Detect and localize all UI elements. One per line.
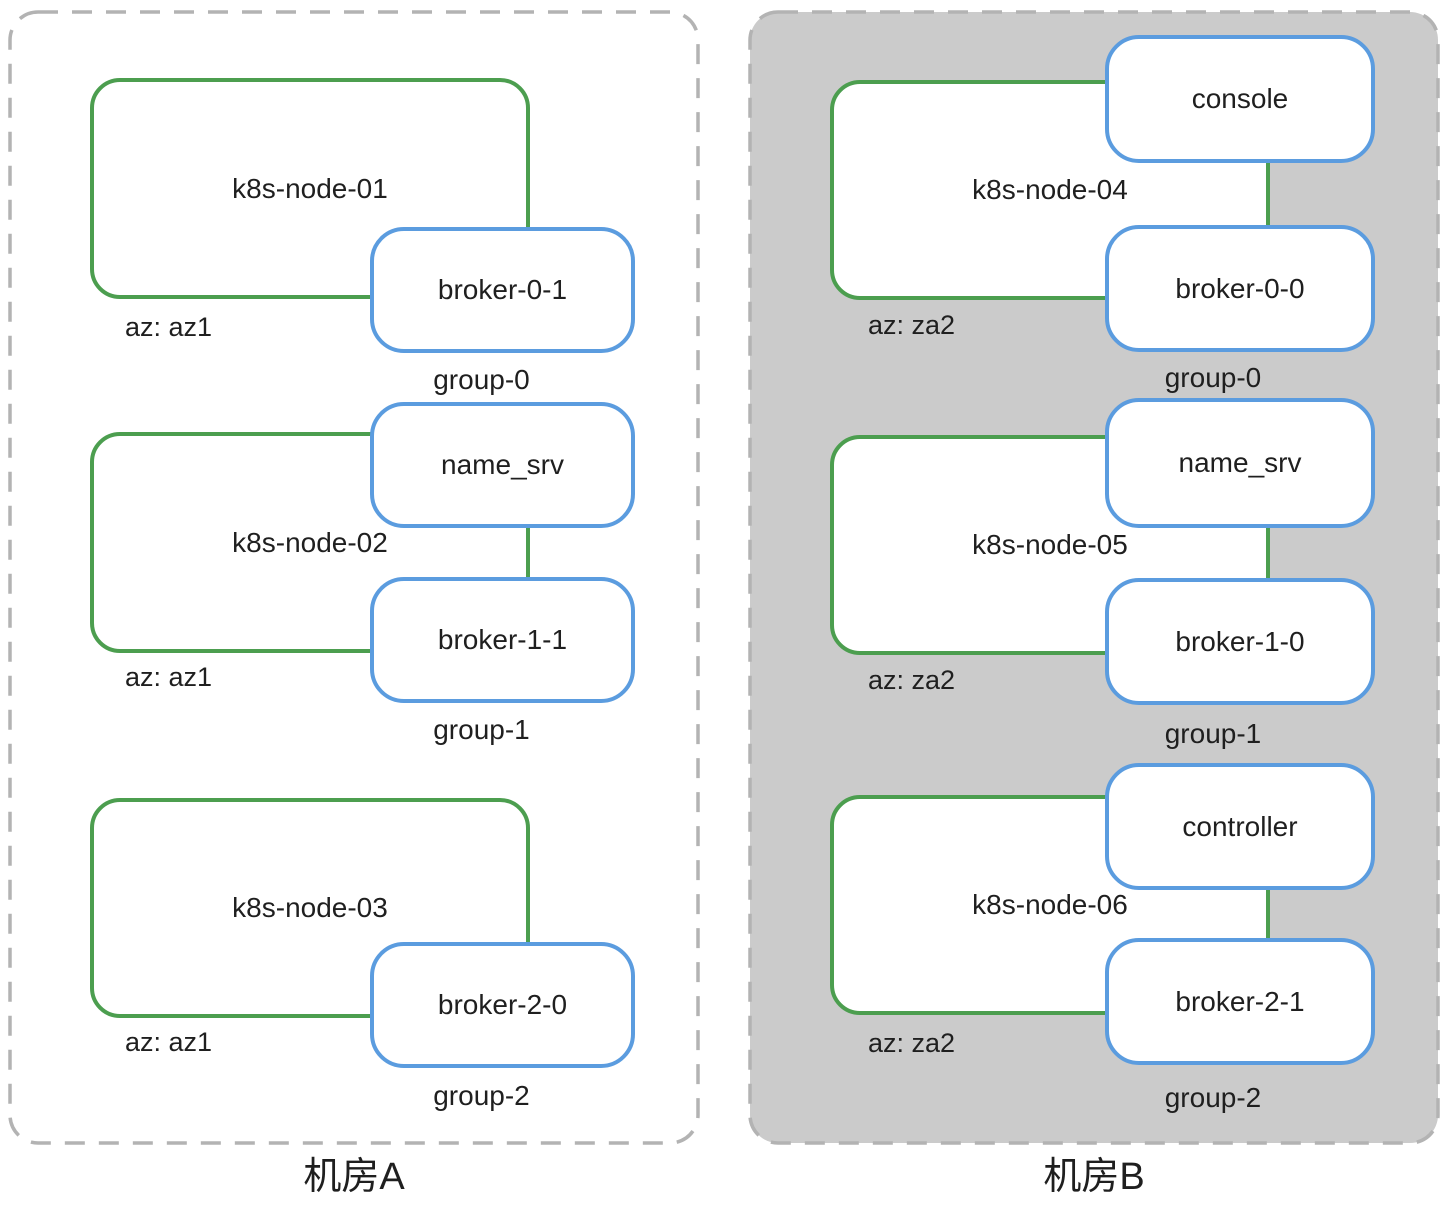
group-label: group-2: [433, 1080, 530, 1111]
service-box-broker-0-1: broker-0-1: [370, 227, 635, 353]
service-box-console: console: [1105, 35, 1375, 163]
az-label: az: az1: [125, 1027, 213, 1057]
service-box-broker-2-1: broker-2-1: [1105, 938, 1375, 1065]
group-label: group-0: [433, 364, 530, 395]
az-label: az: az1: [125, 312, 213, 342]
service-box-broker-2-0: broker-2-0: [370, 942, 635, 1068]
az-label: az: za2: [868, 665, 956, 695]
group-label: group-2: [1164, 1082, 1262, 1113]
group-label: group-1: [433, 714, 530, 745]
service-box-broker-1-0: broker-1-0: [1105, 578, 1375, 705]
datacenter-panel-b: k8s-node-04 console broker-0-0 az: za2 g…: [748, 10, 1440, 1145]
k8s-node-03-box: k8s-node-03: [90, 798, 530, 1018]
panel-title-a: 机房A: [303, 1156, 405, 1198]
az-label: az: za2: [868, 310, 956, 340]
az-label: az: za2: [868, 1028, 956, 1058]
service-box-broker-1-1: broker-1-1: [370, 577, 635, 703]
service-box-name-srv-a: name_srv: [370, 402, 635, 528]
datacenter-panel-a: k8s-node-01 broker-0-1 az: az1 group-0 k…: [8, 10, 700, 1145]
group-label: group-1: [1164, 718, 1262, 749]
panel-a-outline: [8, 10, 700, 1145]
service-box-broker-0-0: broker-0-0: [1105, 225, 1375, 352]
service-box-name-srv-b: name_srv: [1105, 398, 1375, 528]
service-box-controller: controller: [1105, 763, 1375, 890]
az-label: az: az1: [125, 662, 213, 692]
group-label: group-0: [1164, 362, 1262, 393]
panel-title-b: 机房B: [1043, 1156, 1145, 1198]
